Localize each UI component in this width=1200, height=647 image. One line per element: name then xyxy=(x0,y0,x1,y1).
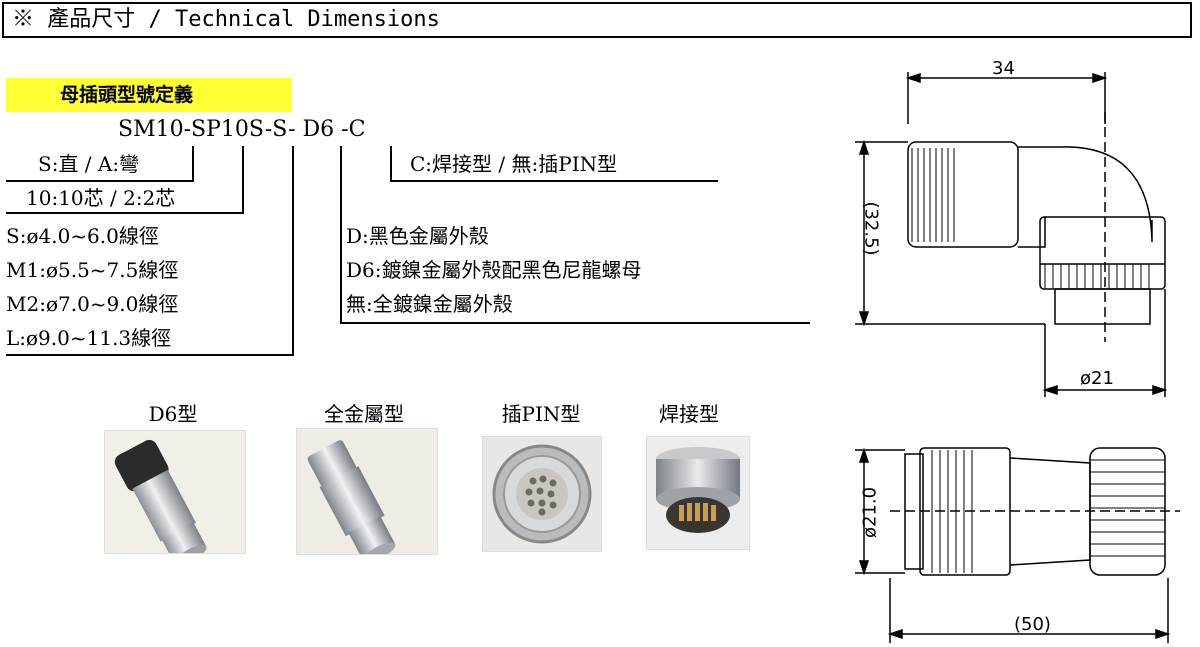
connector-full-metal-photo xyxy=(296,428,438,555)
shell-option-d: D:黑色金屬外殼 xyxy=(346,224,489,248)
page-header: ※ 產品尺寸 / Technical Dimensions xyxy=(2,2,1192,38)
product-caption-pin: 插PIN型 xyxy=(501,402,581,426)
cable-size-m2: M2:ø7.0~9.0線徑 xyxy=(6,292,179,316)
dim-height: (32.5) xyxy=(860,201,882,256)
shell-option-none: 無:全鍍鎳金屬外殼 xyxy=(346,292,513,316)
connector-black-nut-photo xyxy=(104,430,246,554)
direction-option: S:直 / A:彎 xyxy=(38,152,140,176)
dim-diameter-top: ø21 xyxy=(1080,368,1114,389)
model-code: SM10-SP10S-S- D6 -C xyxy=(118,117,366,142)
cable-size-l: L:ø9.0~11.3線徑 xyxy=(6,326,172,350)
connector-solder-cup-photo xyxy=(646,436,750,550)
definition-title: 母插頭型號定義 xyxy=(6,78,292,112)
connector-pin-face-photo xyxy=(482,436,602,552)
side-view-drawing xyxy=(855,447,1180,643)
dim-diameter-side: ø21.0 xyxy=(859,486,881,539)
shell-option-d6: D6:鍍鎳金屬外殼配黑色尼龍螺母 xyxy=(346,258,642,282)
cores-option: 10:10芯 / 2:2芯 xyxy=(26,186,176,210)
dim-length: (50) xyxy=(1014,614,1051,635)
product-caption-d6: D6型 xyxy=(148,402,198,426)
top-view-drawing xyxy=(855,72,1168,397)
product-caption-solder: 焊接型 xyxy=(659,402,719,426)
cable-size-s: S:ø4.0~6.0線徑 xyxy=(6,224,159,248)
dim-top-width: 34 xyxy=(992,58,1015,79)
cable-size-m1: M1:ø5.5~7.5線徑 xyxy=(6,258,179,282)
product-caption-full-metal: 全金屬型 xyxy=(324,402,404,426)
terminal-option: C:焊接型 / 無:插PIN型 xyxy=(410,152,618,176)
